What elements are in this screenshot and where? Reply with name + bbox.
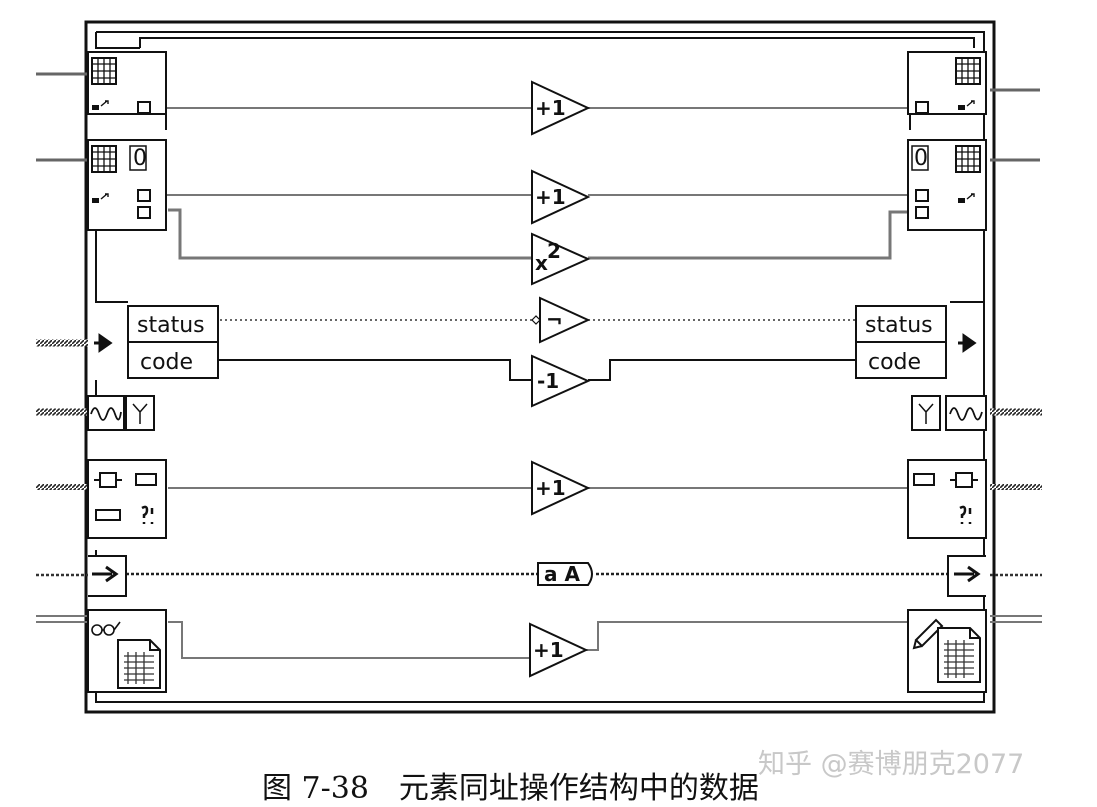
svg-text:x: x bbox=[535, 251, 548, 275]
svg-text:¬: ¬ bbox=[546, 308, 563, 332]
right-array-terminal-1 bbox=[907, 51, 987, 115]
left-code-label: code bbox=[140, 350, 193, 375]
svg-text:a A: a A bbox=[544, 562, 580, 586]
svg-text:+1: +1 bbox=[535, 96, 566, 120]
waveform-icon bbox=[90, 407, 122, 421]
left-index-value: 0 bbox=[133, 146, 147, 171]
increment-node-3: +1 bbox=[531, 460, 591, 516]
increment-node-1: +1 bbox=[531, 80, 591, 136]
left-array-terminal-2: 0 bbox=[87, 139, 167, 231]
output-wire-file-ref bbox=[990, 615, 1042, 623]
split-icon bbox=[918, 403, 934, 424]
wires bbox=[36, 72, 1042, 659]
svg-text:+1: +1 bbox=[535, 476, 566, 500]
right-index-value: 0 bbox=[914, 146, 928, 171]
waveform-icon bbox=[949, 407, 983, 421]
figure-caption: 图 7-38 元素同址操作结构中的数据 bbox=[262, 771, 759, 806]
watermark: 知乎 @赛博朋克2077 bbox=[758, 749, 1025, 780]
not-node: ¬ bbox=[531, 296, 591, 344]
increment-node-4: +1 bbox=[529, 622, 589, 678]
pencil-icon bbox=[912, 618, 944, 650]
left-error-cluster-terminal: status code bbox=[94, 305, 219, 379]
square-node: x 2 bbox=[531, 232, 591, 286]
left-variant-terminal bbox=[87, 459, 167, 539]
svg-text:+1: +1 bbox=[535, 185, 566, 209]
left-file-terminal bbox=[87, 609, 167, 693]
glasses-icon bbox=[91, 621, 121, 636]
svg-text:-1: -1 bbox=[537, 369, 559, 393]
split-icon bbox=[132, 403, 148, 424]
right-status-label: status bbox=[865, 313, 933, 338]
left-waveform-terminal bbox=[87, 395, 155, 431]
input-wire-file-ref bbox=[36, 615, 88, 623]
left-string-terminal bbox=[88, 555, 127, 597]
right-array-terminal-2: 0 bbox=[907, 139, 987, 231]
right-file-terminal bbox=[907, 609, 987, 693]
svg-text:+1: +1 bbox=[533, 638, 564, 662]
right-variant-terminal bbox=[907, 459, 987, 539]
string-case-node: a A bbox=[537, 562, 593, 586]
right-code-label: code bbox=[868, 350, 921, 375]
right-waveform-terminal bbox=[911, 395, 987, 431]
decrement-node: -1 bbox=[531, 354, 591, 408]
increment-node-2: +1 bbox=[531, 169, 591, 225]
right-error-cluster-terminal: status code bbox=[855, 305, 977, 379]
left-status-label: status bbox=[137, 313, 205, 338]
right-string-terminal bbox=[947, 555, 986, 597]
svg-text:2: 2 bbox=[547, 239, 561, 263]
left-array-terminal-1 bbox=[87, 51, 167, 115]
